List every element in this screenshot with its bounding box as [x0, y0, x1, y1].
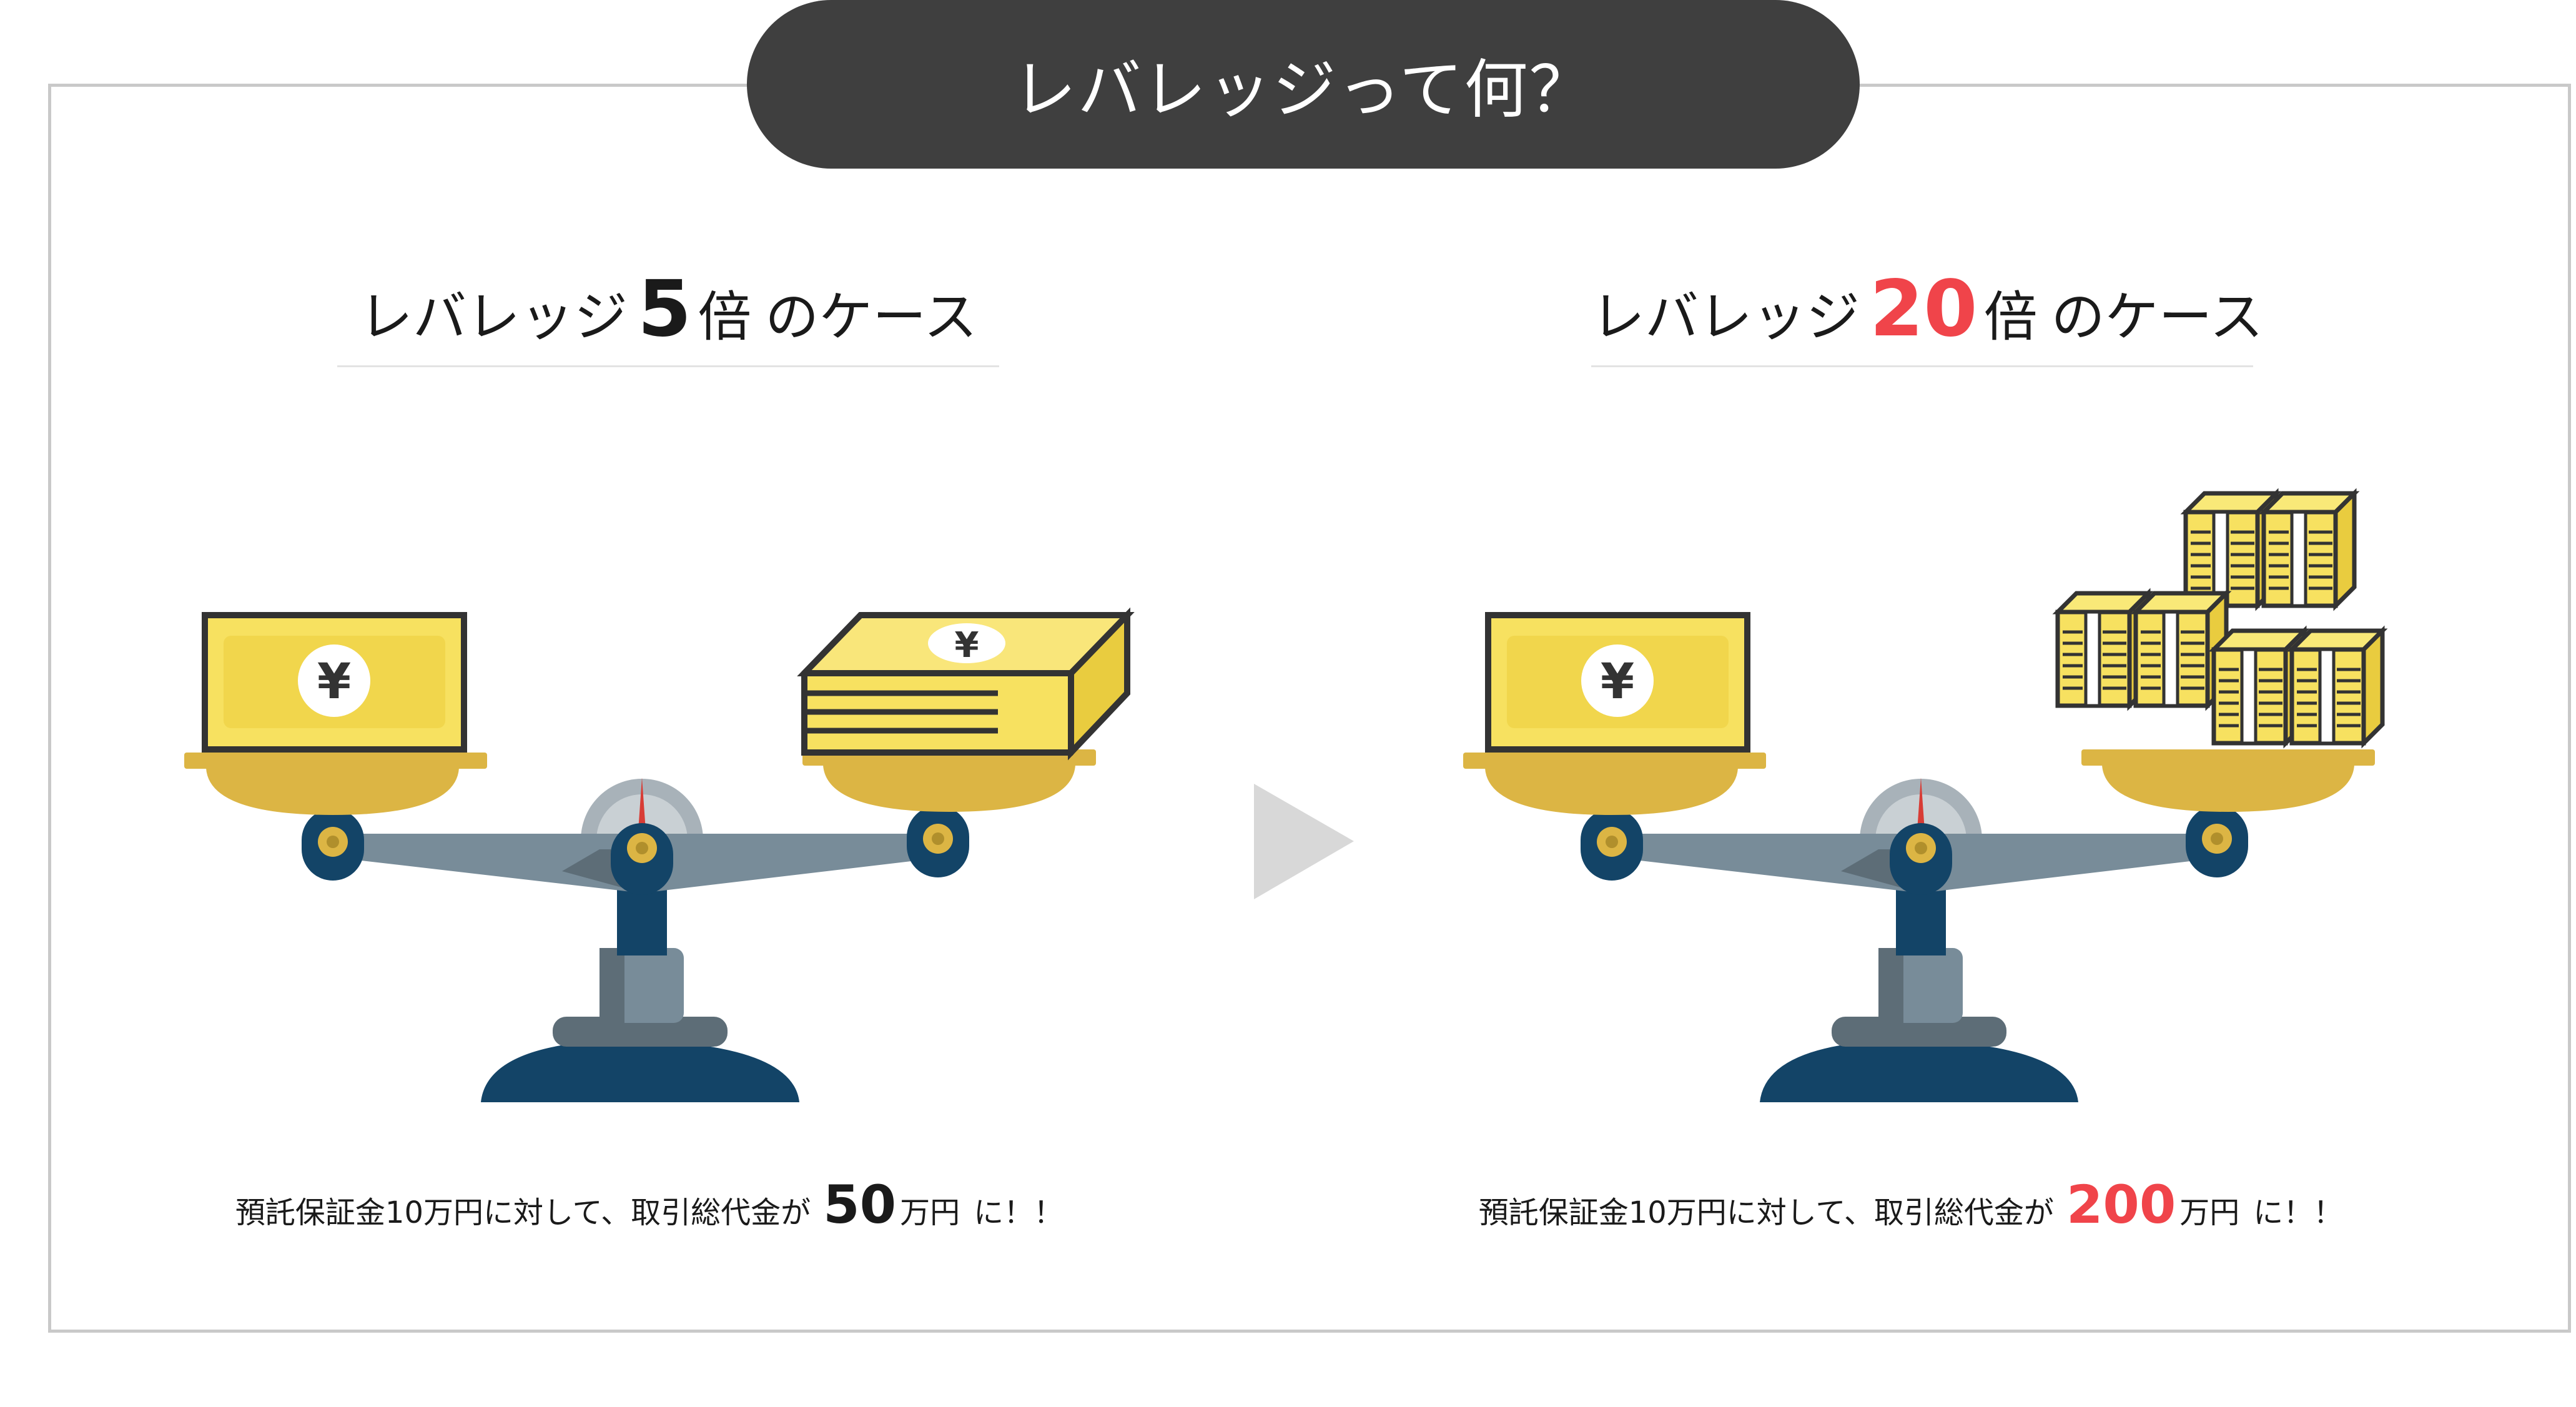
left-caption-prefix: 預託保証金10万円に対して、取引総代金が: [235, 1195, 811, 1230]
right-heading-prefix: レバレッジ: [1591, 286, 1860, 348]
page-title: レバレッジって何？: [747, 0, 1860, 169]
page-title-text: レバレッジって何？: [1012, 52, 1594, 127]
money-stack-icon: ¥: [797, 607, 1135, 761]
right-caption-number: 200: [2066, 1174, 2176, 1235]
right-caption-prefix: 預託保証金10万円に対して、取引総代金が: [1478, 1195, 2054, 1230]
left-caption-suffix: に！！: [974, 1195, 1064, 1230]
left-heading-suffix: のケース: [765, 286, 977, 348]
left-heading-number: 5: [638, 264, 692, 354]
svg-text:¥: ¥: [955, 625, 979, 666]
arrow-right-icon: [1254, 784, 1354, 899]
right-heading-suffix: のケース: [2051, 286, 2264, 348]
right-heading-unit: 倍: [1983, 286, 2038, 348]
left-heading-divider: [337, 365, 999, 367]
money-bundles-icon: [2058, 493, 2382, 743]
right-scale-icon: [1463, 749, 2375, 1102]
right-caption-suffix: に！！: [2253, 1195, 2344, 1230]
left-heading-unit: 倍: [698, 286, 752, 348]
left-scale-icon: [184, 749, 1096, 1102]
left-caption-unit: 万円: [900, 1195, 960, 1230]
left-caption-number: 50: [823, 1174, 897, 1235]
right-heading-number: 20: [1870, 264, 1978, 354]
right-heading-divider: [1591, 365, 2253, 367]
right-banknote-icon: [1488, 615, 1747, 749]
right-caption-unit: 万円: [2179, 1195, 2240, 1230]
left-heading-prefix: レバレッジ: [359, 286, 628, 348]
left-banknote-icon: [205, 615, 464, 749]
